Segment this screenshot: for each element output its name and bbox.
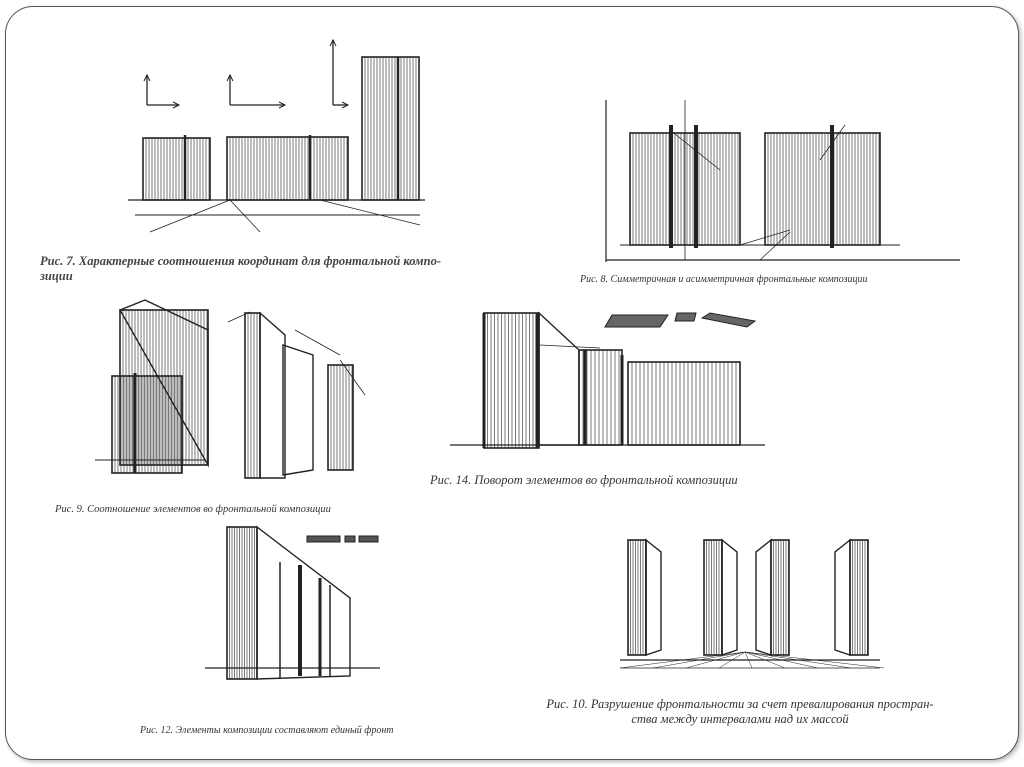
caption-fig7-line2: зиции bbox=[40, 269, 73, 283]
column-block bbox=[770, 539, 790, 656]
floor-plan-segment bbox=[306, 535, 341, 543]
sketch-plane bbox=[282, 344, 314, 476]
caption-fig7-line1: Рис. 7. Характерные соотношения координа… bbox=[40, 254, 441, 268]
sketch-plane bbox=[118, 299, 209, 468]
hatched-block bbox=[627, 361, 741, 446]
sketch-stroke bbox=[685, 651, 746, 669]
sketch-plane bbox=[259, 311, 286, 479]
hatched-block bbox=[361, 56, 420, 201]
hatched-block bbox=[142, 137, 211, 201]
hatched-block bbox=[483, 312, 540, 449]
floor-plan-segment bbox=[674, 312, 697, 322]
sketch-stroke bbox=[718, 651, 746, 669]
sketch-plane bbox=[538, 311, 580, 446]
sketch-stroke bbox=[744, 651, 885, 669]
axis-arrow-icon bbox=[329, 38, 337, 47]
hatched-block bbox=[327, 364, 354, 471]
floor-plan-segment bbox=[700, 312, 757, 328]
hatched-block bbox=[764, 132, 881, 246]
axis-arrow-icon bbox=[341, 101, 350, 109]
sketch-stroke bbox=[744, 651, 852, 669]
column-side bbox=[645, 538, 662, 656]
floor-plan-segment bbox=[358, 535, 379, 543]
sketch-stroke bbox=[619, 651, 746, 669]
sketch-stroke bbox=[339, 359, 366, 396]
column-side bbox=[755, 538, 772, 656]
column-block bbox=[627, 539, 647, 656]
column-block bbox=[703, 539, 723, 656]
caption-fig10-line2: ства между интервалами над их массой bbox=[631, 712, 849, 726]
caption-fig14: Рис. 14. Поворот элементов во фронтально… bbox=[430, 473, 738, 487]
sketch-stroke bbox=[229, 199, 261, 233]
caption-fig7: Рис. 7. Характерные соотношения координа… bbox=[40, 254, 441, 284]
sketch-stroke bbox=[539, 344, 601, 349]
hatched-block bbox=[629, 132, 741, 246]
sketch-stroke bbox=[744, 651, 786, 669]
sketch-stroke bbox=[744, 651, 753, 669]
sketch-stroke bbox=[669, 129, 721, 171]
sketch-stroke bbox=[294, 329, 341, 356]
caption-fig9: Рис. 9. Соотношение элементов во фронтал… bbox=[55, 504, 331, 515]
sketch-stroke bbox=[319, 199, 421, 226]
sketch-stroke bbox=[149, 199, 231, 233]
column-side bbox=[834, 538, 851, 656]
axis-arrow-icon bbox=[278, 101, 287, 109]
hatched-block bbox=[226, 526, 258, 680]
hatched-block bbox=[244, 312, 261, 479]
axis-arrow-icon bbox=[143, 73, 151, 82]
hatched-block bbox=[226, 136, 349, 201]
column-block bbox=[849, 539, 869, 656]
caption-fig8: Рис. 8. Симметричная и асимметричная фро… bbox=[580, 274, 868, 285]
floor-plan-segment bbox=[604, 314, 669, 328]
axis-arrow-icon bbox=[172, 101, 181, 109]
caption-fig12: Рис. 12. Элементы композиции составляют … bbox=[140, 725, 394, 736]
sketch-stroke bbox=[744, 651, 819, 669]
sketch-stroke bbox=[652, 651, 746, 669]
sketch-stroke bbox=[759, 231, 791, 261]
sketch-stroke bbox=[227, 311, 251, 323]
sketch-plane bbox=[256, 525, 351, 680]
caption-fig10: Рис. 10. Разрушение фронтальности за сче… bbox=[505, 697, 975, 727]
column-side bbox=[721, 538, 738, 656]
hatched-block bbox=[119, 309, 209, 466]
floor-plan-segment bbox=[344, 535, 356, 543]
caption-fig10-line1: Рис. 10. Разрушение фронтальности за сче… bbox=[546, 697, 934, 711]
sketch-stroke bbox=[819, 124, 846, 161]
axis-arrow-icon bbox=[226, 73, 234, 82]
sketch-stroke bbox=[739, 229, 791, 246]
